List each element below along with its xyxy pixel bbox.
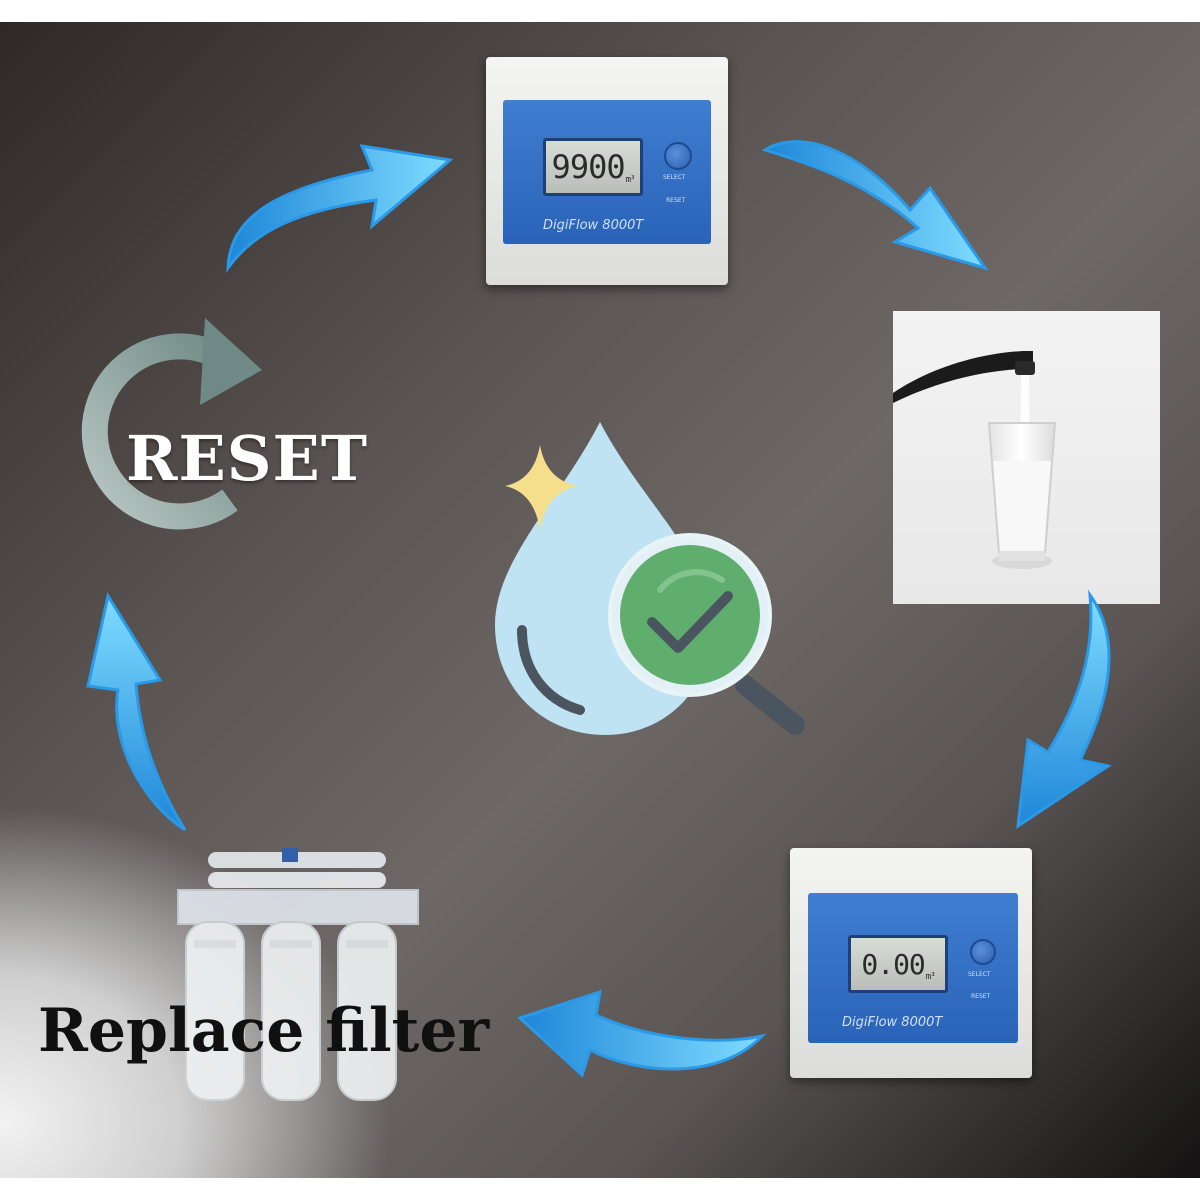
meter-button — [970, 939, 996, 965]
glass-icon — [987, 422, 1057, 569]
flow-meter-full: 9900 m³ SELECT RESET DigiFlow 8000T — [486, 57, 728, 285]
replace-filter-label: Replace filter — [38, 996, 490, 1066]
meter-unit: m³ — [625, 175, 636, 185]
meter-brand: DigiFlow 8000T — [842, 1015, 943, 1030]
meter-button — [664, 142, 692, 170]
meter-panel: 9900 m³ SELECT RESET DigiFlow 8000T — [503, 100, 711, 244]
meter-reading: 9900 — [551, 148, 626, 186]
meter-unit: m³ — [925, 972, 936, 982]
meter-button-caption: RESET — [666, 197, 686, 204]
water-usage-photo — [893, 311, 1160, 604]
meter-display: 0.00 m³ — [848, 935, 948, 993]
faucet-icon — [893, 351, 1035, 403]
meter-button-caption: SELECT — [968, 971, 991, 978]
meter-display: 9900 m³ — [543, 138, 643, 196]
meter-brand: DigiFlow 8000T — [543, 218, 644, 233]
meter-panel: 0.00 m³ SELECT RESET DigiFlow 8000T — [808, 893, 1018, 1043]
meter-button-caption: SELECT — [663, 174, 686, 181]
reset-label: RESET — [126, 422, 368, 495]
meter-button-caption: RESET — [971, 993, 991, 1000]
meter-reading: 0.00 — [861, 947, 925, 981]
flow-meter-empty: 0.00 m³ SELECT RESET DigiFlow 8000T — [790, 848, 1032, 1078]
